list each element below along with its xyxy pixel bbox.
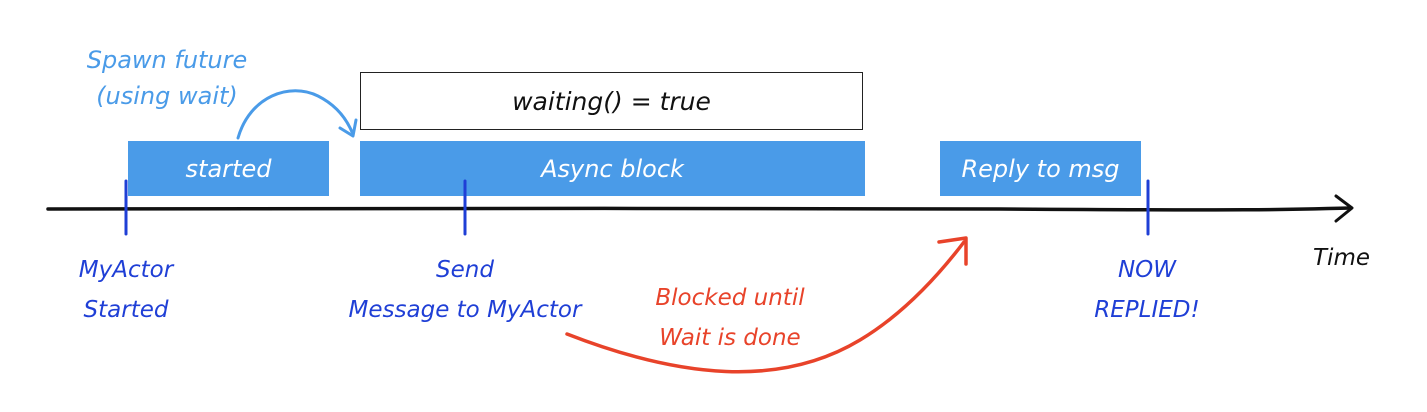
actor-started-label: MyActor Started: [46, 250, 206, 330]
async-block: Async block: [360, 141, 865, 196]
replied-line2: REPLIED!: [1094, 297, 1200, 323]
replied-line1: NOW: [1117, 257, 1177, 283]
send-message-label: Send Message to MyActor: [330, 250, 600, 330]
spawn-future-line2: (using wait): [96, 82, 238, 110]
waiting-state-label: waiting() = true: [512, 86, 711, 116]
spawn-arrow-curve: [236, 89, 354, 140]
blocked-arrow-head: [937, 236, 968, 266]
spawn-arrow-head: [338, 118, 358, 138]
reply-block-label: Reply to msg: [961, 154, 1120, 183]
blocked-arrow-curve: [565, 240, 966, 374]
time-axis-label: Time: [1313, 245, 1370, 271]
replied-label: NOW REPLIED!: [1072, 250, 1222, 330]
actor-started-line1: MyActor: [78, 257, 174, 283]
blocked-note-line2: Wait is done: [659, 325, 801, 351]
blocked-note: Blocked until Wait is done: [630, 278, 830, 358]
spawn-future-line1: Spawn future: [86, 46, 248, 74]
async-block-label: Async block: [541, 154, 684, 183]
reply-block: Reply to msg: [940, 141, 1141, 196]
actor-started-line2: Started: [83, 297, 169, 323]
started-block: started: [128, 141, 329, 196]
time-axis-arrowhead: [1334, 194, 1354, 223]
blocked-note-line1: Blocked until: [655, 285, 805, 311]
send-message-line2: Message to MyActor: [348, 297, 582, 323]
time-axis-line: [46, 206, 1352, 212]
started-block-label: started: [185, 154, 272, 183]
spawn-future-note: Spawn future (using wait): [62, 42, 272, 114]
waiting-state-box: waiting() = true: [360, 72, 863, 130]
send-message-line1: Send: [436, 257, 494, 283]
